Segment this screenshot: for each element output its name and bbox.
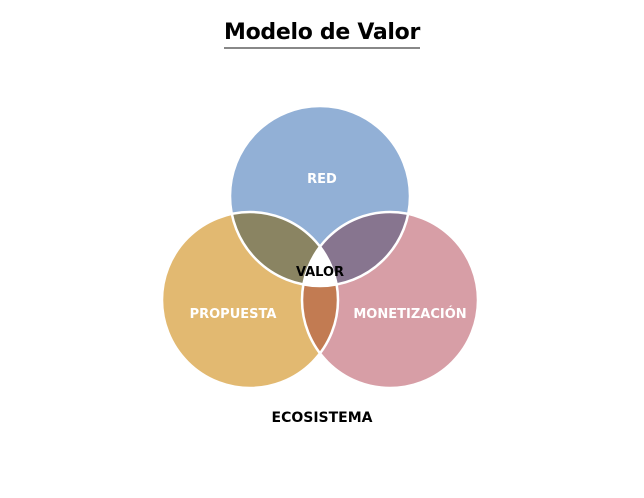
footer-label: ECOSISTEMA xyxy=(271,410,373,426)
label-propuesta: PROPUESTA xyxy=(190,307,277,322)
diagram-title-text: Modelo de Valor xyxy=(224,20,420,49)
intersection-red-propuesta xyxy=(230,212,338,286)
label-monetizacion: MONETIZACIÓN xyxy=(353,306,466,322)
diagram-title: Modelo de Valor xyxy=(0,20,644,49)
label-valor: VALOR xyxy=(296,265,344,280)
intersection-red-monetizacion xyxy=(302,212,410,286)
label-red: RED xyxy=(307,172,337,187)
